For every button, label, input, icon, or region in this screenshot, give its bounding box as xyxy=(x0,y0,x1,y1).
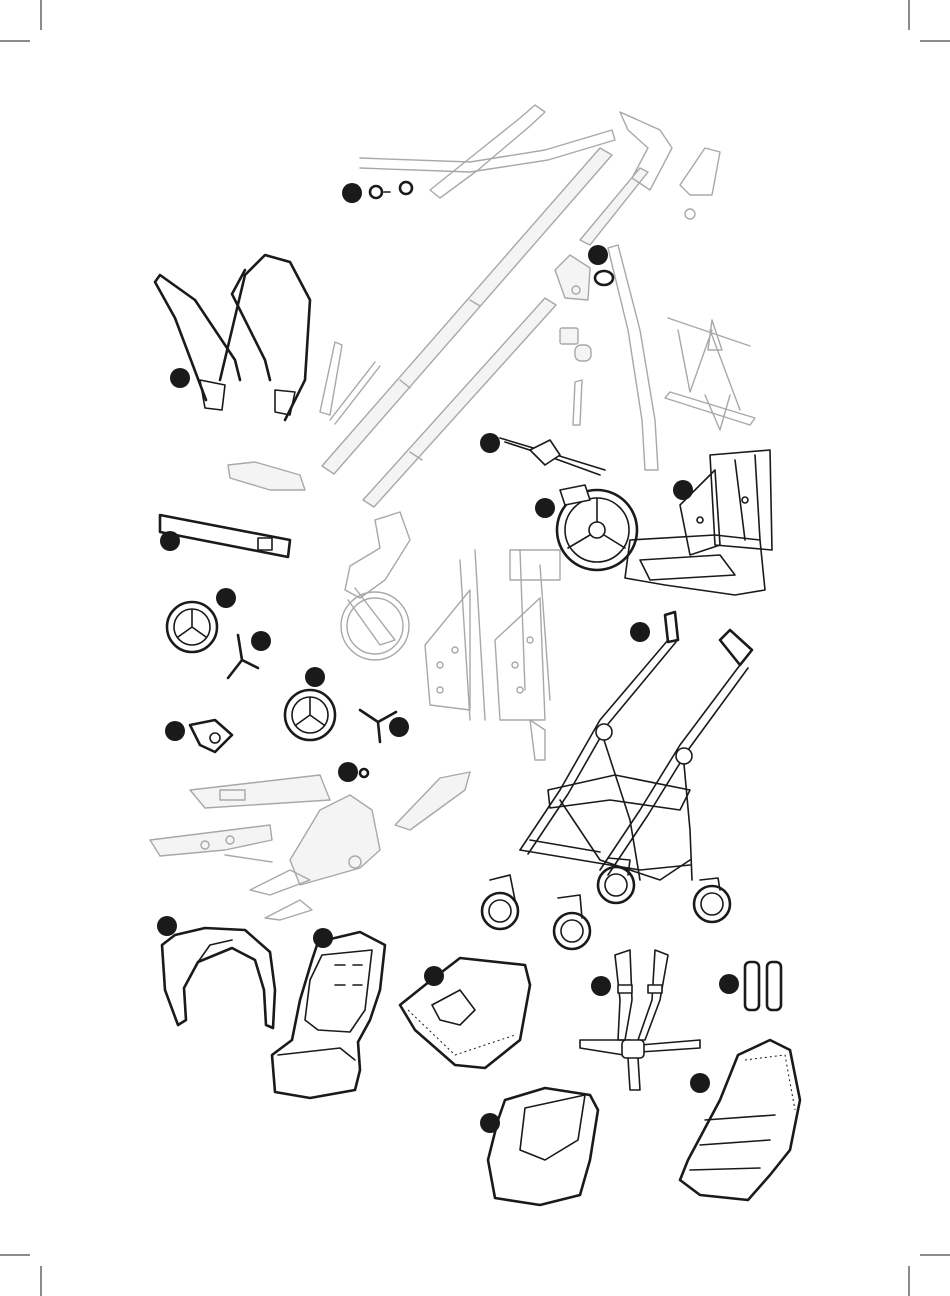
marker-canopy xyxy=(157,916,177,936)
marker-rear-wheel xyxy=(535,498,555,518)
marker-shoulder-pads xyxy=(719,974,739,994)
marker-hub-star-b xyxy=(389,717,409,737)
marker-seat-pad xyxy=(424,966,444,986)
marker-screw-knobs xyxy=(342,183,362,203)
rain-cover xyxy=(680,1040,800,1200)
shoulder-pads xyxy=(745,962,781,1010)
seat-assembly xyxy=(625,450,772,595)
marker-seat-liner xyxy=(313,928,333,948)
seat-pad xyxy=(400,958,530,1068)
wheel-hubcap-a xyxy=(167,602,217,652)
elastic-ring xyxy=(595,271,613,285)
marker-hub-star-a xyxy=(251,631,271,651)
footrest-tube xyxy=(160,515,290,557)
marker-footmuff xyxy=(480,1113,500,1133)
harness xyxy=(580,950,700,1090)
marker-harness xyxy=(591,976,611,996)
marker-bumper-bar xyxy=(170,368,190,388)
small-cap xyxy=(360,769,368,777)
canopy xyxy=(162,928,275,1028)
marker-elastic-ring xyxy=(588,245,608,265)
wheel-hubcap-b xyxy=(285,690,335,740)
complete-stroller xyxy=(482,612,752,949)
footmuff xyxy=(488,1088,598,1205)
marker-rain-cover xyxy=(690,1073,710,1093)
rear-wheel xyxy=(557,485,637,570)
marker-hinge-clip xyxy=(165,721,185,741)
marker-seat-assembly xyxy=(673,480,693,500)
marker-small-cap xyxy=(338,762,358,782)
marker-complete-stroller xyxy=(630,622,650,642)
brake-rod xyxy=(500,438,605,475)
bumper-bar xyxy=(155,255,310,420)
marker-wheel-hubcap-b xyxy=(305,667,325,687)
ghost-frame-parts xyxy=(150,105,755,920)
seat-liner xyxy=(272,932,385,1098)
marker-brake-rod xyxy=(480,433,500,453)
marker-footrest-tube xyxy=(160,531,180,551)
marker-wheel-hubcap-a xyxy=(216,588,236,608)
screw-knobs xyxy=(370,182,412,198)
hinge-clip xyxy=(190,720,232,752)
